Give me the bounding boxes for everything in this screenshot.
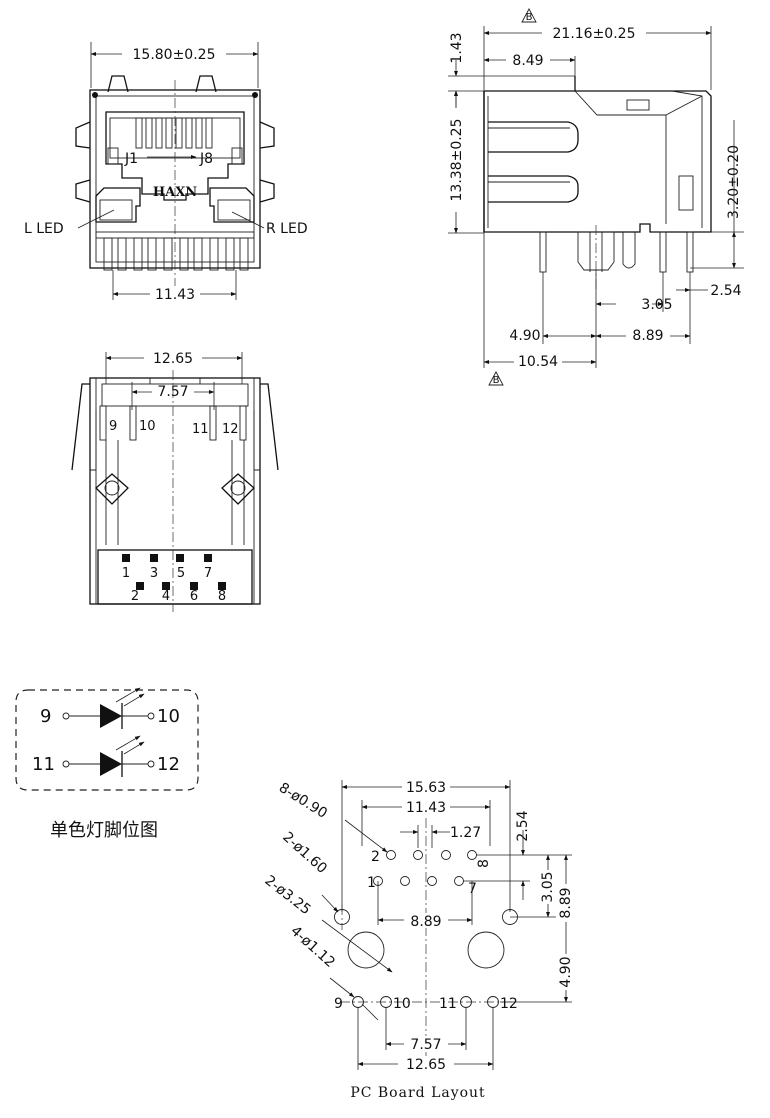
side-latch-dim: 8.49 bbox=[512, 53, 543, 69]
side-front-to-post-dim: 10.54 bbox=[518, 354, 558, 370]
bottom-even-pin-8: 8 bbox=[218, 589, 226, 604]
pcb-pin-12: 12 bbox=[500, 996, 518, 1012]
pcb-post-span-dim: 8.89 bbox=[410, 914, 441, 930]
pcb-led-inner-dim: 7.57 bbox=[410, 1037, 441, 1053]
pcb-outer-dim: 15.63 bbox=[406, 780, 446, 796]
pcb-layout-title: PC Board Layout bbox=[350, 1085, 485, 1101]
led-pin-9: 9 bbox=[40, 706, 51, 727]
pcb-pin-10: 10 bbox=[393, 996, 411, 1012]
pcb-pin-1: 1 bbox=[367, 875, 376, 891]
pcb-pin-7: 7 bbox=[468, 881, 477, 897]
pc-board-layout: 15.63 11.43 1.27 2 1 8 7 bbox=[262, 779, 574, 1101]
side-post-offset-dim: 4.90 bbox=[509, 328, 540, 344]
bottom-odd-pin-3: 3 bbox=[150, 566, 158, 581]
pcb-pin-9: 9 bbox=[334, 996, 343, 1012]
pcb-hole-small-callout: 8-ø0.90 bbox=[276, 780, 330, 822]
side-pin-pitch-dim: 3.05 bbox=[641, 297, 672, 313]
front-width-dim: 15.80±0.25 bbox=[133, 47, 216, 63]
pcb-row-offset-dim: 3.05 bbox=[540, 871, 556, 902]
bottom-view: 12.65 7.57 9 10 11 12 bbox=[71, 350, 279, 612]
side-post-pitch-dim: 8.89 bbox=[632, 328, 663, 344]
side-pin-row-dim: 2.54 bbox=[710, 283, 741, 299]
pcb-pin-11: 11 bbox=[439, 996, 457, 1012]
pcb-led-outer-dim: 12.65 bbox=[406, 1057, 446, 1073]
pcb-row-pitch-dim: 2.54 bbox=[515, 810, 531, 841]
bottom-odd-pin-7: 7 bbox=[204, 566, 212, 581]
pin-end-label: J8 bbox=[199, 151, 213, 167]
led-pin-12: 12 bbox=[157, 754, 180, 775]
pcb-pin-8: 8 bbox=[476, 859, 492, 868]
bottom-pin-10: 10 bbox=[139, 419, 156, 434]
front-pin-span-dim: 11.43 bbox=[155, 287, 195, 303]
led-schematic: 9 10 11 12 单色灯脚位图 bbox=[15, 687, 199, 841]
bottom-odd-pin-1: 1 bbox=[122, 566, 130, 581]
bottom-pin-11: 11 bbox=[192, 422, 209, 437]
pcb-signal-span-dim: 11.43 bbox=[406, 800, 446, 816]
revision-mark-top: B bbox=[526, 12, 533, 23]
pcb-post-pitch-dim: 8.89 bbox=[558, 887, 574, 918]
pcb-hole-led-callout: 2-ø1.60 bbox=[279, 829, 330, 877]
side-view: B B 21.16±0.25 8.49 1.43 13.38±0.25 bbox=[448, 8, 744, 386]
bottom-pin-9: 9 bbox=[109, 419, 117, 434]
pcb-led-row-dim: 4.90 bbox=[558, 956, 574, 987]
pcb-signal-pitch-dim: 1.27 bbox=[450, 825, 481, 841]
side-flange-dim: 1.43 bbox=[449, 32, 465, 63]
front-view: 15.80±0.25 J1 J8 bbox=[24, 42, 308, 303]
bottom-led-pitch-dim: 12.65 bbox=[153, 351, 193, 367]
led-pin-11: 11 bbox=[32, 754, 55, 775]
pcb-pin-2: 2 bbox=[371, 849, 380, 865]
side-height-dim: 13.38±0.25 bbox=[449, 119, 465, 202]
right-led-label: R LED bbox=[266, 221, 308, 237]
bottom-pin-12: 12 bbox=[222, 422, 239, 437]
left-led-label: L LED bbox=[24, 221, 64, 237]
bottom-even-pin-4: 4 bbox=[162, 589, 170, 604]
bottom-even-pin-2: 2 bbox=[131, 589, 139, 604]
pcb-hole-post-callout: 2-ø3.25 bbox=[262, 873, 314, 919]
pcb-hole-shield-callout: 4-ø1.12 bbox=[287, 923, 338, 971]
led-schematic-caption: 单色灯脚位图 bbox=[50, 820, 158, 841]
led-pin-10: 10 bbox=[157, 706, 180, 727]
bottom-odd-pin-5: 5 bbox=[177, 566, 185, 581]
pin-start-label: J1 bbox=[124, 151, 138, 167]
bottom-even-pin-6: 6 bbox=[190, 589, 198, 604]
side-depth-dim: 21.16±0.25 bbox=[553, 26, 636, 42]
revision-mark-bottom: B bbox=[493, 375, 500, 386]
